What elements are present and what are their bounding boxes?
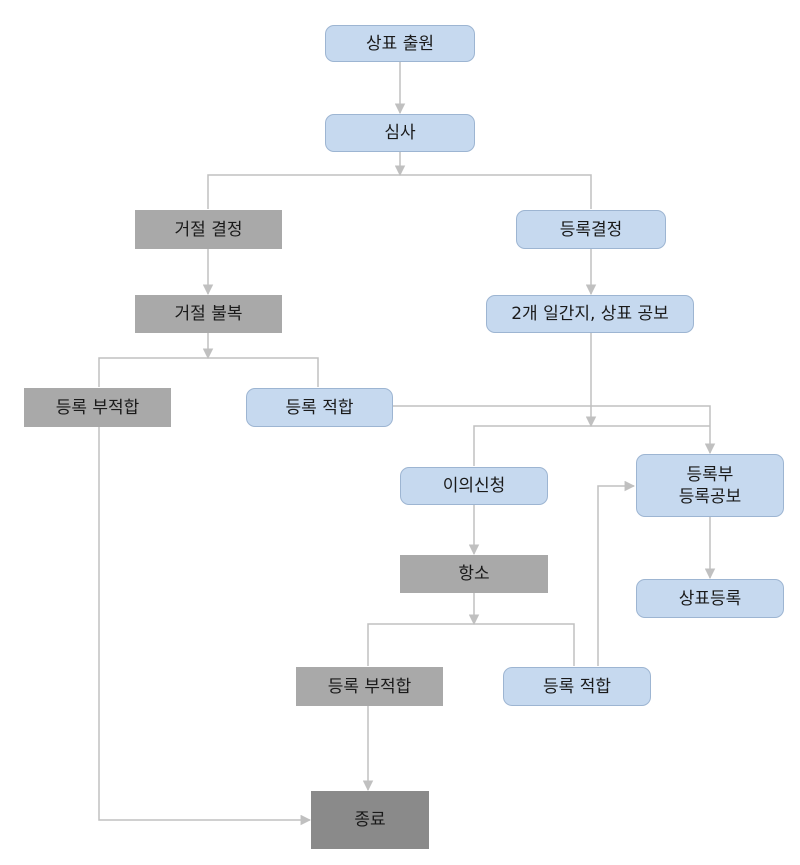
connector-fit-to-registry (393, 405, 716, 455)
opposition-box: 이의신청 (400, 467, 548, 505)
connector-fit-bottom-to-registry (597, 480, 636, 666)
registration-decision-box: 등록결정 (516, 210, 666, 249)
appeal-box: 항소 (400, 555, 548, 593)
connector-publication-branches (473, 425, 710, 466)
publication-box: 2개 일간지, 상표 공보 (486, 295, 694, 333)
connector-appeal-branches (98, 357, 319, 387)
registry-publication-box: 등록부 등록공보 (636, 454, 784, 517)
rejection-appeal-box: 거절 불복 (135, 295, 282, 333)
registration-unfit-bottom-box: 등록 부적합 (296, 667, 443, 706)
trademark-application-box: 상표 출원 (325, 25, 475, 62)
rejection-decision-box: 거절 결정 (135, 210, 282, 249)
connector-unfit-left-end (98, 427, 312, 826)
connector-appeal-court-branches (367, 623, 575, 666)
trademark-registration-box: 상표등록 (636, 579, 784, 618)
registration-fit-bottom-box: 등록 적합 (503, 667, 651, 706)
examination-box: 심사 (325, 114, 475, 152)
registration-fit-left-box: 등록 적합 (246, 388, 393, 427)
connector-examination-branches (207, 174, 592, 209)
registration-unfit-left-box: 등록 부적합 (24, 388, 171, 427)
end-box: 종료 (311, 791, 429, 849)
